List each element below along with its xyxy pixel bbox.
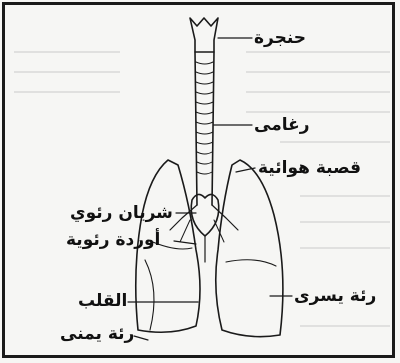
label-pulmonary-veins: أوردة رئوية [66,232,160,249]
trachea-shape [195,52,214,205]
label-pulmonary-artery: شريان رئوي [70,205,173,222]
label-right-lung: رئة يمنى [60,326,134,343]
left-lung-shape [216,160,283,337]
trachea-rings [196,62,213,174]
label-larynx: حنجرة [254,30,306,47]
larynx-shape [190,18,218,52]
background-texture [14,52,390,326]
label-left-lung: رئة يسرى [294,288,376,305]
label-heart: القلب [78,293,127,310]
label-pharynx: رغامى [254,117,310,134]
heart-shape [191,194,219,236]
label-bronchus: قصبة هوائية [258,160,361,177]
